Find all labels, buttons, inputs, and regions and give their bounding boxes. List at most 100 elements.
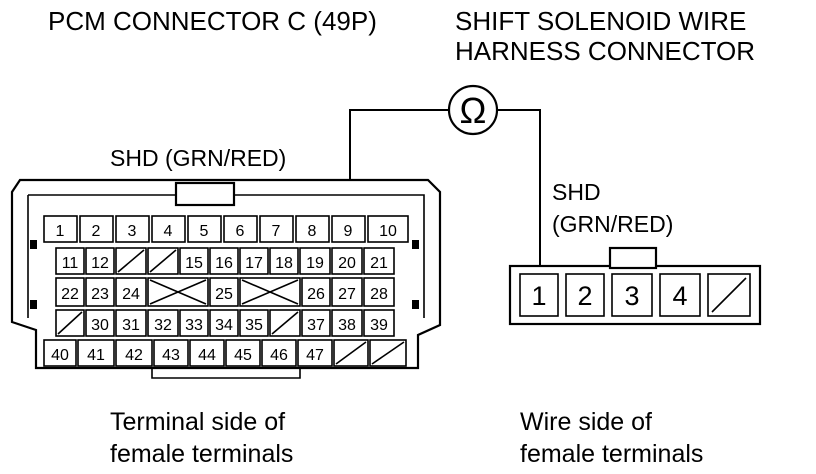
pcm-terminal-label: 21 <box>370 255 388 272</box>
pcm-terminal-label: 12 <box>91 255 109 272</box>
pcm-terminal-label: 2 <box>92 223 101 240</box>
pcm-terminal <box>209 309 239 337</box>
harness-wire-label-line1: SHD <box>552 179 601 205</box>
pcm-terminal <box>301 309 331 337</box>
pcm-terminal <box>295 215 330 243</box>
pcm-terminal-blank <box>333 339 369 367</box>
pcm-terminal <box>239 309 269 337</box>
pcm-connector-title: PCM CONNECTOR C (49P) <box>48 6 377 36</box>
pcm-terminal-label: 47 <box>306 347 324 364</box>
harness-caption-line2: female terminals <box>520 440 703 468</box>
pcm-row-1: 1 2 3 4 5 6 7 8 9 10 <box>43 215 409 243</box>
harness-terminal-label: 3 <box>624 281 639 311</box>
pcm-terminal <box>43 215 78 243</box>
pcm-caption-line1: Terminal side of <box>110 408 285 436</box>
harness-terminal-4 <box>659 273 701 317</box>
harness-terminal-1 <box>519 273 559 317</box>
pcm-terminal-blank <box>55 309 85 337</box>
pcm-terminal <box>331 277 363 307</box>
ohm-icon: Ω <box>460 90 487 131</box>
pcm-terminal <box>363 277 395 307</box>
pcm-terminal-blank <box>115 247 147 275</box>
pcm-row-5: 40 41 42 43 44 45 46 47 <box>43 339 407 367</box>
pcm-terminal <box>179 247 209 275</box>
pcm-peg-right <box>412 240 419 249</box>
pcm-terminal-label: 7 <box>272 223 281 240</box>
pcm-terminal-blocked <box>147 277 209 307</box>
pcm-terminal-label: 43 <box>162 347 180 364</box>
harness-wire-label-line2: (GRN/RED) <box>552 211 673 237</box>
pcm-terminal <box>85 247 115 275</box>
pcm-terminal <box>301 277 331 307</box>
harness-housing <box>508 264 762 326</box>
pcm-terminal-label: 22 <box>61 286 79 303</box>
pcm-terminal-label: 26 <box>307 286 325 303</box>
pcm-terminal <box>79 215 114 243</box>
pcm-caption-line2: female terminals <box>110 440 293 468</box>
pcm-terminal-label: 19 <box>306 255 324 272</box>
pcm-terminal-label: 41 <box>87 347 105 364</box>
pcm-terminal <box>225 339 261 367</box>
pcm-terminal <box>259 215 294 243</box>
harness-terminal-blank <box>707 273 751 317</box>
harness-terminal-3 <box>611 273 653 317</box>
pcm-terminal <box>153 339 189 367</box>
pcm-terminal-label: 25 <box>215 286 233 303</box>
pcm-terminal-label: 6 <box>236 223 245 240</box>
pcm-terminal-label: 46 <box>270 347 288 364</box>
pcm-terminal-label: 28 <box>370 286 388 303</box>
pcm-terminal <box>77 339 115 367</box>
pcm-terminal <box>367 215 409 243</box>
pcm-terminal <box>299 247 331 275</box>
pcm-row-2: 11 12 15 16 17 18 19 20 21 <box>55 247 395 275</box>
pcm-terminal-label: 45 <box>234 347 252 364</box>
pcm-terminal <box>115 339 153 367</box>
pcm-terminal-label: 18 <box>275 255 293 272</box>
pcm-connector: 1 2 3 4 5 6 7 8 9 10 11 12 <box>10 178 442 379</box>
pcm-terminal-label: 17 <box>245 255 263 272</box>
harness-connector-title-line2: HARNESS CONNECTOR <box>455 36 755 66</box>
pcm-terminal <box>189 339 225 367</box>
test-lead-harness <box>497 109 541 279</box>
pcm-wire-label: SHD (GRN/RED) <box>110 145 286 171</box>
pcm-terminal <box>115 277 147 307</box>
pcm-terminal-label: 1 <box>56 223 65 240</box>
harness-latch <box>608 246 658 270</box>
pcm-terminal <box>209 277 239 307</box>
pcm-terminal-label: 34 <box>215 317 233 334</box>
pcm-terminal <box>363 309 395 337</box>
pcm-terminal <box>269 247 299 275</box>
pcm-terminal <box>85 277 115 307</box>
pcm-terminal-blank <box>147 247 179 275</box>
pcm-terminal <box>187 215 222 243</box>
pcm-terminal-label: 35 <box>245 317 263 334</box>
pcm-terminal <box>209 247 239 275</box>
pcm-terminal <box>297 339 333 367</box>
pcm-terminal <box>239 247 269 275</box>
pcm-terminal-label: 16 <box>215 255 233 272</box>
pcm-terminal-label: 44 <box>198 347 216 364</box>
pcm-terminal-label: 9 <box>344 223 353 240</box>
pcm-peg-left <box>30 240 37 249</box>
pcm-terminal-label: 5 <box>200 223 209 240</box>
pcm-terminal-label: 37 <box>307 317 325 334</box>
pcm-terminal-label: 24 <box>122 286 140 303</box>
pcm-bottom-tab <box>151 368 301 379</box>
pcm-terminal-label: 10 <box>379 223 397 240</box>
pcm-terminal <box>115 215 150 243</box>
pcm-terminal <box>147 309 179 337</box>
pcm-terminal-label: 3 <box>128 223 137 240</box>
pcm-terminal-label: 30 <box>91 317 109 334</box>
pcm-terminal-label: 15 <box>185 255 203 272</box>
pcm-terminal-label: 38 <box>338 317 356 334</box>
pcm-row-4: 30 31 32 33 34 35 37 38 39 <box>55 309 395 337</box>
pcm-terminal <box>43 339 77 367</box>
pcm-terminal-label: 40 <box>51 347 69 364</box>
pcm-terminal <box>179 309 209 337</box>
pcm-terminal-label: 39 <box>370 317 388 334</box>
pcm-terminal <box>55 277 85 307</box>
harness-connector: 1 2 3 4 <box>508 246 762 326</box>
pcm-terminal-label: 27 <box>338 286 356 303</box>
pcm-terminal-label: 23 <box>91 286 109 303</box>
pcm-terminal <box>223 215 258 243</box>
